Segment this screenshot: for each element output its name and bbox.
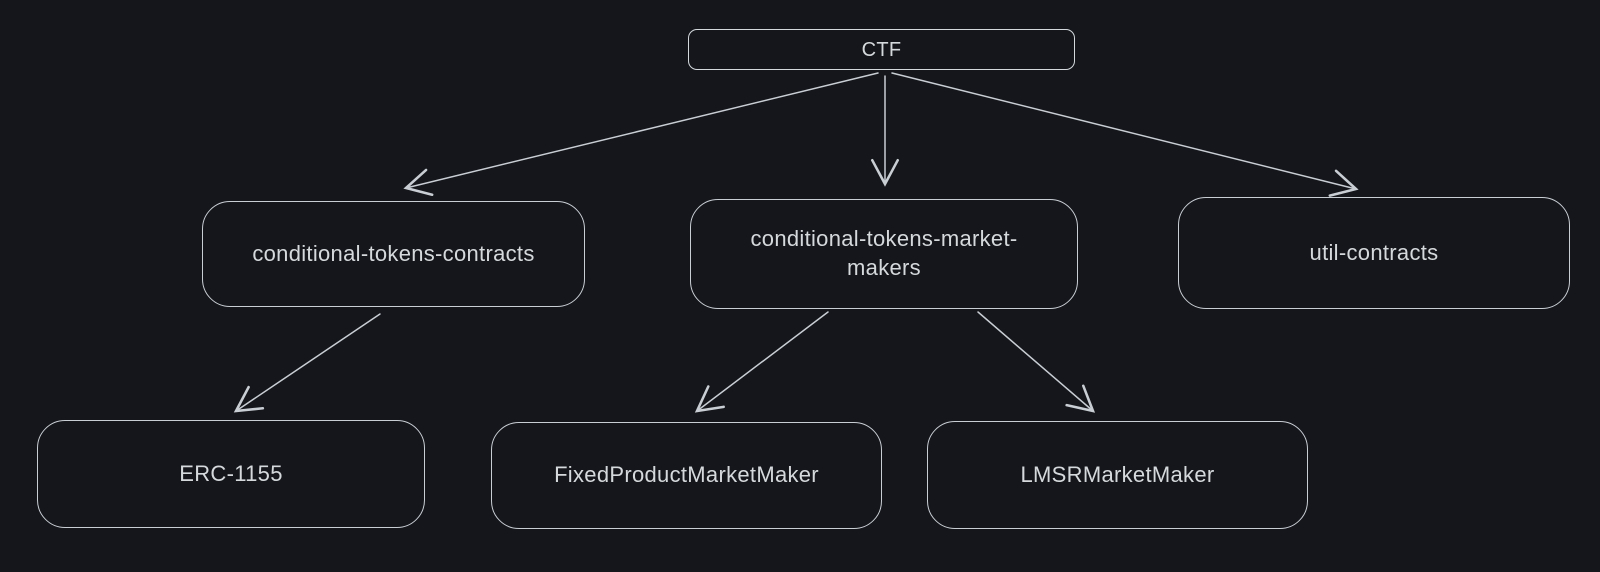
node-conditional-tokens-contracts-label: conditional-tokens-contracts: [252, 240, 535, 266]
edge-conditional-tokens-market-makers-to-lmsrmarketmaker: [977, 311, 1096, 413]
node-fixedproductmarketmaker: FixedProductMarketMaker: [491, 422, 882, 529]
node-lmsrmarketmaker: LMSRMarketMaker: [927, 421, 1308, 529]
edge-ctf-to-conditional-tokens-contracts: [403, 72, 879, 197]
node-erc-1155: ERC-1155: [37, 420, 425, 528]
node-conditional-tokens-market-makers: conditional-tokens-market-makers: [690, 199, 1078, 309]
node-lmsrmarketmaker-label: LMSRMarketMaker: [1020, 461, 1215, 487]
node-util-contracts-label: util-contracts: [1309, 239, 1439, 265]
edge-ctf-to-util-contracts: [891, 72, 1359, 197]
node-ctf-label: CTF: [861, 38, 902, 61]
node-ctf: CTF: [688, 29, 1075, 70]
node-fixedproductmarketmaker-label: FixedProductMarketMaker: [554, 462, 819, 488]
edge-conditional-tokens-contracts-to-erc-1155: [233, 313, 381, 413]
node-util-contracts: util-contracts: [1178, 197, 1570, 309]
edge-conditional-tokens-market-makers-to-fixedproductmarketmaker: [694, 311, 829, 413]
node-conditional-tokens-market-makers-label: conditional-tokens-market-makers: [750, 226, 1018, 280]
node-conditional-tokens-contracts: conditional-tokens-contracts: [202, 201, 585, 307]
node-erc-1155-label: ERC-1155: [179, 460, 283, 486]
